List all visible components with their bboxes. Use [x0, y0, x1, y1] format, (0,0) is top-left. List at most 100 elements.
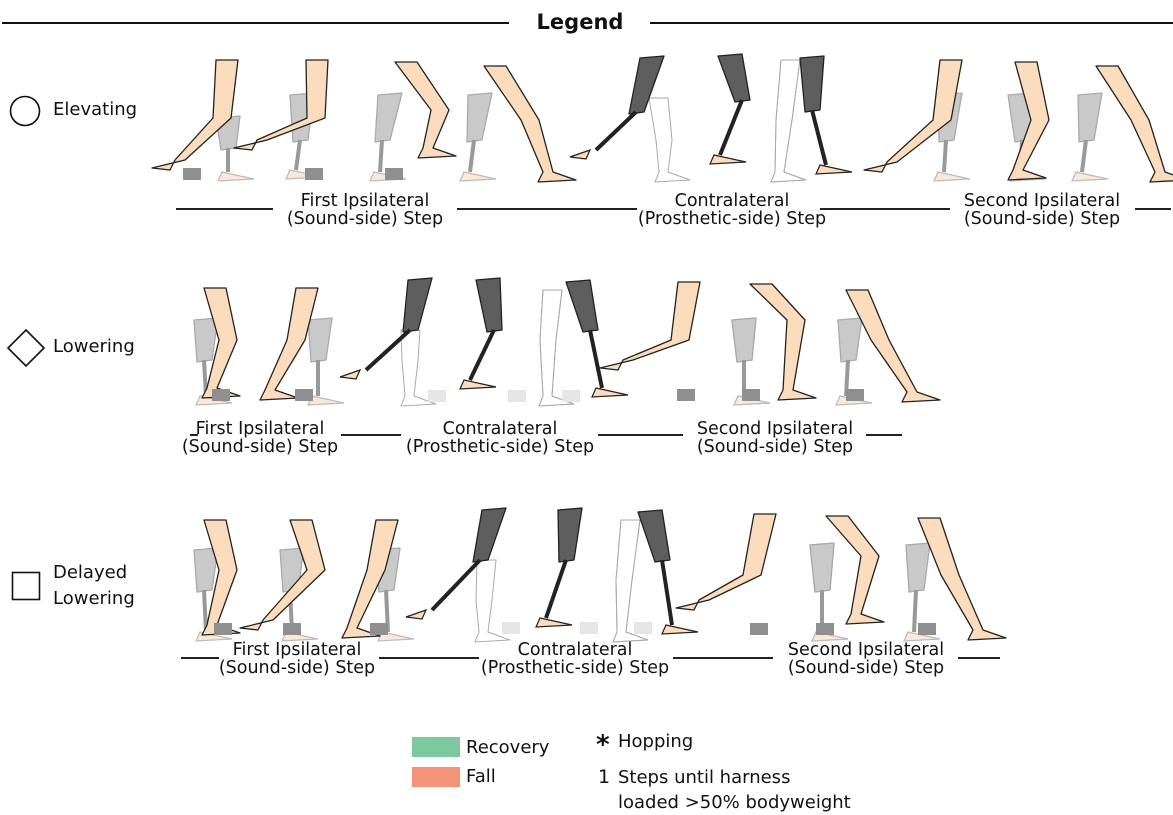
prosthetic-foot [570, 150, 590, 159]
obstacle-step [846, 389, 864, 401]
obstacle-step [428, 390, 446, 402]
prosthetic-pylon [204, 590, 206, 632]
sound-leg [234, 60, 328, 150]
prosthetic-foot [1072, 172, 1108, 181]
prosthetic-pylon [296, 140, 300, 170]
prosthetic-socket [638, 510, 670, 562]
prosthetic-socket [473, 508, 506, 562]
leg-outline [771, 60, 806, 182]
sound-leg [395, 62, 456, 158]
sound-leg [484, 66, 576, 182]
prosthetic-foot [536, 618, 572, 627]
prosthetic-pylon [944, 140, 946, 172]
step-line [820, 208, 950, 210]
step-label-line: Second Ipsilateral [776, 641, 956, 659]
steps-until-label: Steps until harness [618, 767, 790, 789]
prosthetic-pylon [366, 330, 410, 370]
prosthetic-foot [592, 388, 628, 397]
step-label-line: (Prosthetic-side) Step [475, 659, 675, 677]
step-line [379, 657, 479, 659]
leg-outline [539, 290, 574, 406]
step-label-line: First Ipsilateral [170, 420, 350, 438]
prosthetic-socket [838, 318, 862, 362]
prosthetic-socket [732, 318, 756, 362]
step-label-line: (Sound-side) Step [952, 210, 1132, 228]
prosthetic-foot [406, 610, 426, 619]
prosthetic-foot [816, 165, 852, 174]
step-label-second-ipsilateral: Second Ipsilateral (Sound-side) Step [952, 192, 1132, 228]
step-line [866, 434, 902, 436]
step-line [958, 657, 1000, 659]
prosthetic-pylon [662, 560, 672, 625]
sound-leg [152, 60, 238, 170]
sound-leg [846, 290, 940, 402]
recovery-label: Recovery [466, 737, 549, 759]
sound-leg [826, 516, 884, 624]
recovery-swatch [412, 737, 460, 757]
step-label-first-ipsilateral: First Ipsilateral (Sound-side) Step [207, 641, 387, 677]
obstacle-step [385, 168, 403, 180]
step-label-line: Second Ipsilateral [952, 192, 1132, 210]
step-line [457, 208, 637, 210]
prosthetic-pylon [596, 112, 636, 150]
step-label-first-ipsilateral: First Ipsilateral (Sound-side) Step [170, 420, 350, 456]
prosthetic-foot [934, 172, 970, 181]
prosthetic-socket [308, 318, 332, 362]
prosthetic-socket [566, 280, 598, 332]
step-line [673, 657, 773, 659]
sound-leg [918, 518, 1006, 640]
prosthetic-foot [662, 625, 698, 634]
step-label-line: (Sound-side) Step [685, 438, 865, 456]
prosthetic-foot [710, 155, 746, 164]
step-label-second-ipsilateral: Second Ipsilateral (Sound-side) Step [776, 641, 956, 677]
sound-leg [864, 60, 962, 172]
step-line [341, 434, 401, 436]
prosthetic-pylon [720, 100, 742, 155]
obstacle-step [502, 622, 520, 634]
prosthetic-foot [460, 380, 496, 389]
prosthetic-socket [467, 93, 492, 142]
steps-until-label-2: loaded >50% bodyweight [618, 792, 851, 814]
step-label-line: First Ipsilateral [275, 192, 455, 210]
step-label-line: First Ipsilateral [207, 641, 387, 659]
step-line [1135, 208, 1171, 210]
fall-swatch [412, 767, 460, 787]
prosthetic-foot [460, 172, 496, 181]
prosthetic-socket [810, 543, 834, 592]
prosthetic-socket [476, 278, 502, 332]
sound-leg [600, 282, 700, 370]
leg-outline [539, 290, 574, 406]
prosthetic-foot [218, 172, 254, 181]
step-label-line: (Sound-side) Step [275, 210, 455, 228]
step-label-second-ipsilateral: Second Ipsilateral (Sound-side) Step [685, 420, 865, 456]
step-label-line: (Sound-side) Step [776, 659, 956, 677]
obstacle-step [580, 622, 598, 634]
step-line [598, 434, 683, 436]
step-label-first-ipsilateral: First Ipsilateral (Sound-side) Step [275, 192, 455, 228]
obstacle-step [562, 390, 580, 402]
prosthetic-pylon [1082, 140, 1086, 172]
prosthetic-pylon [590, 330, 602, 388]
obstacle-step [742, 389, 760, 401]
obstacle-step [295, 389, 313, 401]
obstacle-step [283, 623, 301, 635]
prosthetic-pylon [470, 330, 494, 380]
prosthetic-socket [800, 56, 824, 112]
prosthetic-pylon [470, 140, 474, 172]
prosthetic-socket [718, 54, 750, 102]
step-label-line: Second Ipsilateral [685, 420, 865, 438]
hopping-symbol: * [596, 732, 610, 758]
prosthetic-foot [308, 396, 344, 405]
step-label-line: (Sound-side) Step [170, 438, 350, 456]
prosthetic-socket [629, 56, 664, 114]
step-label-line: (Prosthetic-side) Step [400, 438, 600, 456]
obstacle-step [816, 623, 834, 635]
steps-until-symbol: 1 [598, 766, 610, 788]
sound-leg [1096, 66, 1173, 182]
hopping-label: Hopping [618, 731, 693, 753]
prosthetic-socket [906, 543, 930, 592]
prosthetic-pylon [546, 560, 566, 618]
prosthetic-socket [558, 508, 582, 562]
prosthetic-foot [340, 370, 360, 379]
